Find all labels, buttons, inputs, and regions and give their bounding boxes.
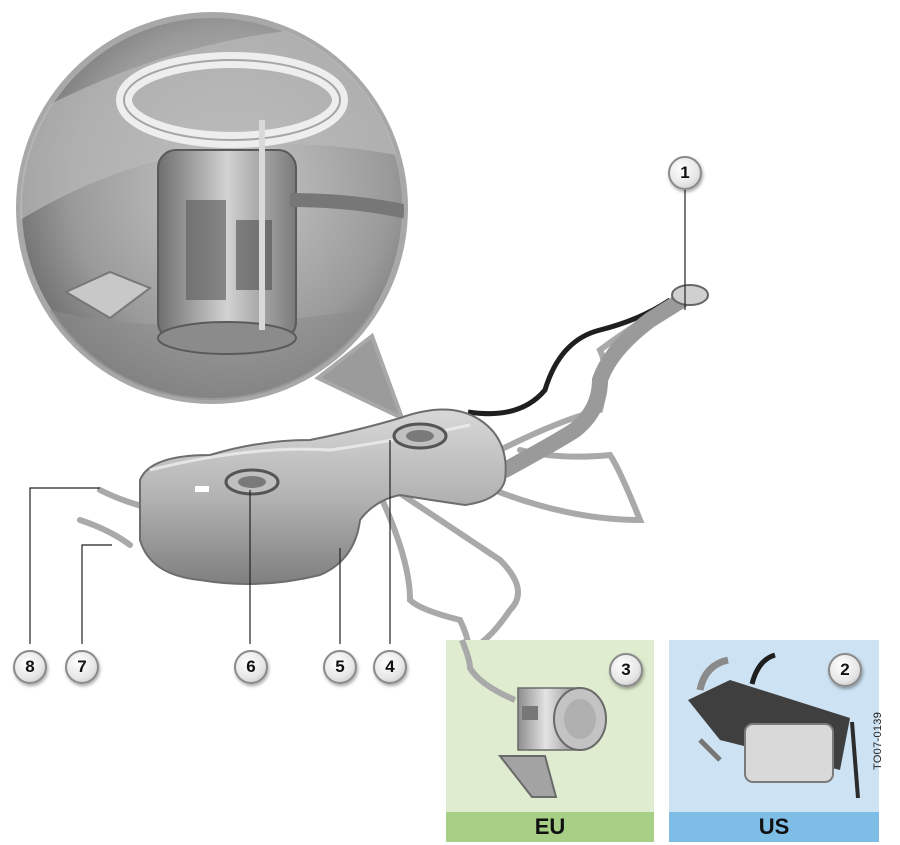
- callout-3: 3: [609, 653, 643, 687]
- reference-code: TO07-0139: [872, 711, 884, 770]
- callout-2: 2: [828, 653, 862, 687]
- callout-4: 4: [373, 650, 407, 684]
- callout-1: 1: [668, 156, 702, 190]
- callout-5: 5: [323, 650, 357, 684]
- callout-7: 7: [65, 650, 99, 684]
- fuel-tank: [139, 408, 507, 585]
- filler-neck: [497, 287, 698, 478]
- us-label: US: [669, 812, 879, 842]
- callout-8: 8: [13, 650, 47, 684]
- vent-line: [467, 297, 672, 417]
- leader-lines: [29, 190, 686, 644]
- callout-6: 6: [234, 650, 268, 684]
- eu-label: EU: [446, 812, 654, 842]
- magnifier-tail: [314, 332, 406, 422]
